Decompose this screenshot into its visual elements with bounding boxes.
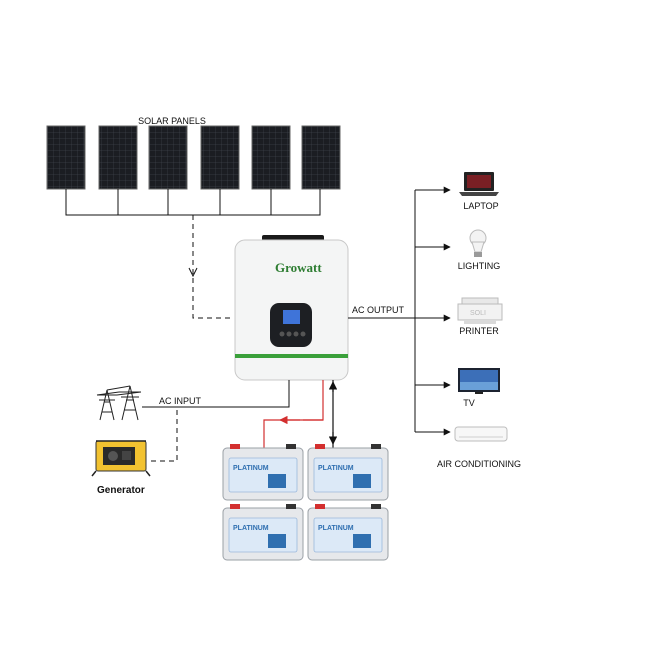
svg-text:PLATINUM: PLATINUM bbox=[233, 465, 269, 472]
svg-text:PLATINUM: PLATINUM bbox=[233, 525, 269, 532]
solar-panel-3 bbox=[148, 125, 188, 190]
pv-dashed-wire bbox=[192, 215, 234, 319]
load-label-tv: TV bbox=[463, 398, 475, 408]
inverter-screen bbox=[283, 310, 300, 324]
printer-icon: SOLI bbox=[457, 297, 503, 324]
inverter-green-stripe bbox=[235, 354, 348, 358]
inverter-brand-logo: Growatt bbox=[275, 260, 322, 275]
inverter: Growatt bbox=[234, 235, 349, 381]
battery-1: PLATINUM bbox=[222, 444, 304, 501]
inverter-display-panel bbox=[270, 303, 312, 347]
solar-panel-5 bbox=[251, 125, 291, 190]
load-label-air-conditioning: AIR CONDITIONING bbox=[437, 459, 521, 469]
power-grid-tower-icon bbox=[96, 385, 142, 421]
solar-panel-6 bbox=[301, 125, 341, 190]
generator-icon bbox=[91, 440, 151, 477]
battery-positive-wire bbox=[263, 380, 324, 448]
solar-panels-label: SOLAR PANELS bbox=[138, 116, 206, 126]
tv-icon bbox=[458, 368, 500, 394]
battery-2: PLATINUM bbox=[307, 444, 389, 501]
generator-label: Generator bbox=[97, 485, 145, 496]
panel-bus-wire bbox=[65, 189, 321, 216]
solar-panel-1 bbox=[46, 125, 86, 190]
battery-4: PLATINUM bbox=[307, 504, 389, 561]
laptop-icon bbox=[459, 172, 499, 196]
solar-panel-4 bbox=[200, 125, 240, 190]
solar-panel-array bbox=[46, 125, 341, 190]
svg-text:PLATINUM: PLATINUM bbox=[318, 525, 354, 532]
generator-dashed-wire bbox=[151, 407, 178, 462]
ac-input-label: AC INPUT bbox=[159, 396, 202, 406]
load-label-laptop: LAPTOP bbox=[463, 201, 498, 211]
solar-panel-2 bbox=[98, 125, 138, 190]
load-label-lighting: LIGHTING bbox=[458, 261, 501, 271]
ac-output-label: AC OUTPUT bbox=[352, 305, 405, 315]
air-conditioner-icon bbox=[454, 426, 508, 442]
ac-input-wire bbox=[142, 380, 290, 408]
battery-3: PLATINUM bbox=[222, 504, 304, 561]
svg-text:SOLI: SOLI bbox=[470, 310, 486, 317]
load-label-printer: PRINTER bbox=[459, 326, 499, 336]
pv-arrow bbox=[188, 267, 198, 278]
light-bulb-icon bbox=[469, 229, 487, 257]
svg-text:PLATINUM: PLATINUM bbox=[318, 465, 354, 472]
